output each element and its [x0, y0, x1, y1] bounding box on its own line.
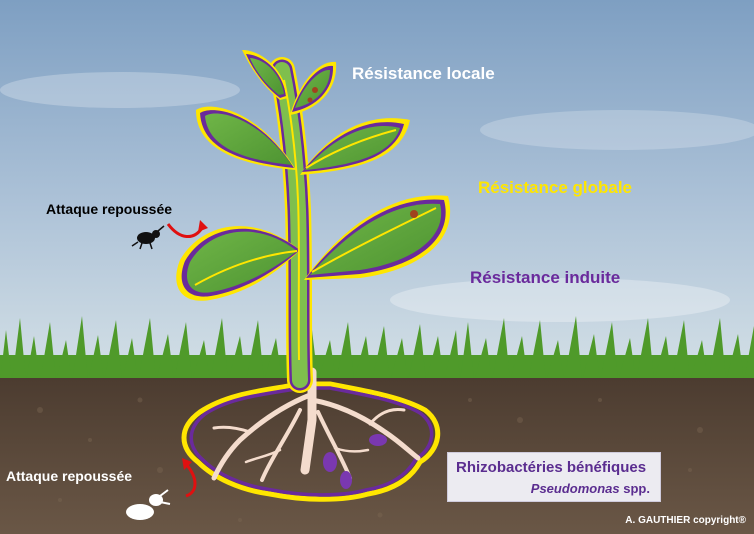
cloud — [0, 72, 240, 108]
arrow-head — [182, 458, 192, 470]
cloud — [480, 110, 754, 150]
label-attack-repelled-top: Attaque repoussée — [46, 201, 173, 217]
signal-path — [283, 79, 300, 361]
grass — [0, 316, 754, 381]
leaf-top-right — [290, 61, 337, 115]
leaf-top-left — [242, 50, 288, 100]
label-global-resistance: Résistance globale — [478, 178, 633, 197]
curved-red-arrow-icon — [184, 463, 197, 498]
sky-background — [0, 0, 754, 380]
leaf-middle-left — [196, 106, 296, 170]
rhizobacteria-species: Pseudomonas spp. — [531, 481, 650, 496]
cloud — [390, 278, 730, 322]
copyright-notice: A. GAUTHIER copyright® — [625, 515, 746, 526]
larva-insect-icon — [126, 489, 171, 520]
label-local-resistance: Résistance locale — [352, 64, 495, 83]
label-attack-repelled-bottom: Attaque repoussée — [6, 468, 133, 484]
aphid-insect-icon — [131, 225, 165, 250]
roots — [211, 367, 421, 482]
rhizobacteria-title: Rhizobactéries bénéfiques — [456, 459, 647, 476]
root-zone-global-outline — [181, 381, 441, 502]
label-induced-resistance: Résistance induite — [470, 268, 621, 287]
leaf-middle-right — [300, 118, 410, 175]
leaf-lower-left — [176, 226, 300, 301]
species-genus: Pseudomonas — [530, 481, 620, 496]
rhizobacteria-box: Rhizobactéries bénéfiques Pseudomonas sp… — [447, 452, 661, 502]
root-bacteria — [323, 434, 387, 489]
arrow-head — [198, 220, 208, 232]
leaf-lower-right — [304, 195, 451, 280]
species-suffix: spp. — [623, 481, 650, 496]
soil-texture — [37, 397, 703, 522]
